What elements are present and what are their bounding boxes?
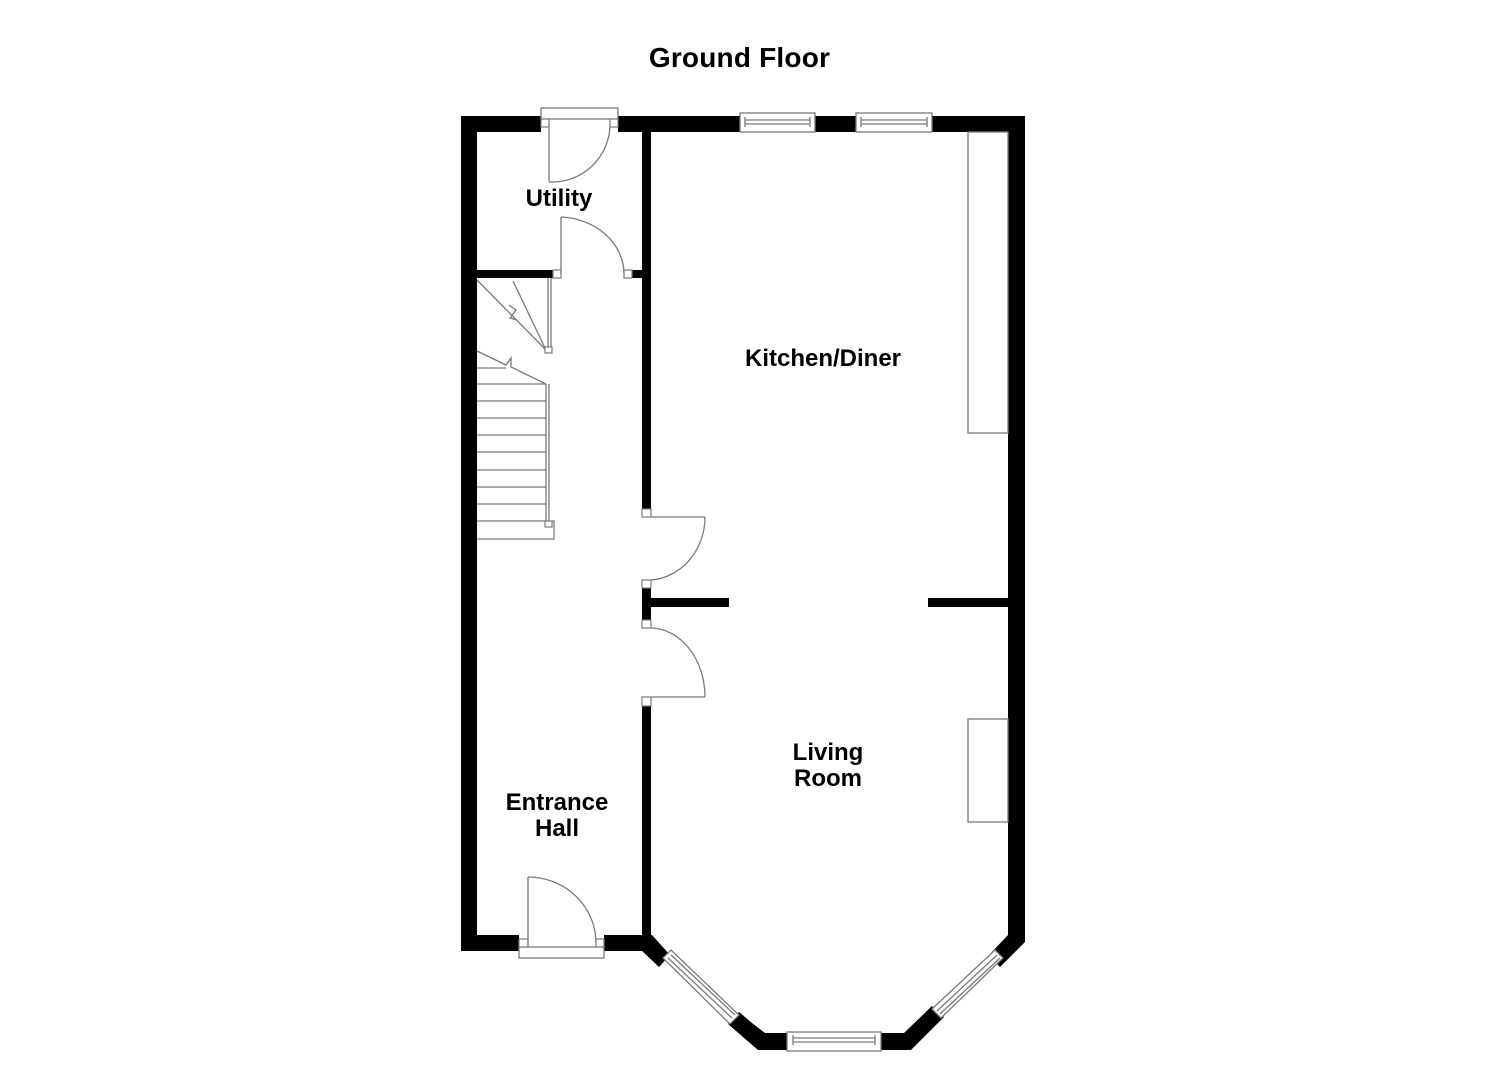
top-wall-segment (815, 116, 856, 132)
room-label-kitchen-diner: Kitchen/Diner (718, 346, 928, 372)
hall-wall-stub (642, 588, 651, 620)
utility-external-door (540, 107, 619, 183)
top-wall-segment (461, 116, 541, 132)
utility-internal-door (552, 216, 633, 279)
windows (662, 112, 1004, 1052)
hall-kitchen-wall (642, 132, 651, 509)
front-door (518, 876, 605, 959)
fixtures (967, 131, 1009, 823)
room-label-text: Entrance (505, 789, 609, 816)
room-label-entrance-hall: Entrance Hall (487, 790, 627, 842)
kitchen-door (641, 508, 706, 589)
utility-hall-wall-right (631, 270, 647, 278)
floor-title: Ground Floor (0, 42, 1485, 74)
room-label-text: Living (792, 739, 864, 766)
divider-left-stub (651, 598, 729, 607)
room-label-living-room: Living Room (758, 740, 898, 792)
kitchen-window-2 (855, 112, 933, 133)
divider-right-stub (928, 598, 1008, 607)
bay-window-bottom (786, 1031, 882, 1052)
bay-wall-left-lower (728, 1012, 787, 1050)
interior-walls (477, 132, 1008, 938)
hall-living-wall (642, 706, 651, 938)
top-wall-segment (618, 116, 740, 132)
doors (518, 107, 706, 959)
right-exterior-wall (1008, 116, 1025, 942)
room-label-text: Room (794, 765, 862, 792)
room-label-utility: Utility (500, 186, 618, 212)
utility-hall-wall (477, 270, 553, 278)
left-exterior-wall (461, 116, 477, 951)
bay-window-right (931, 949, 1004, 1019)
bottom-wall-segment (461, 935, 519, 951)
room-label-text: Utility (525, 185, 593, 212)
floor-title-text: Ground Floor (648, 42, 831, 73)
kitchen-window-1 (739, 112, 816, 133)
exterior-walls (461, 116, 1025, 951)
bay-wall-left-upper (641, 935, 670, 967)
staircase (476, 278, 555, 540)
bay-window-left (662, 949, 740, 1025)
fireplace-chimney-breast (967, 718, 1009, 823)
room-label-text: Hall (534, 815, 579, 842)
bottom-wall-segment (604, 935, 649, 951)
living-room-door (641, 619, 706, 707)
kitchen-worktop (967, 131, 1009, 434)
room-label-text: Kitchen/Diner (744, 345, 902, 372)
top-wall-segment (932, 116, 1025, 132)
bay-wall-right-lower (881, 1006, 944, 1050)
